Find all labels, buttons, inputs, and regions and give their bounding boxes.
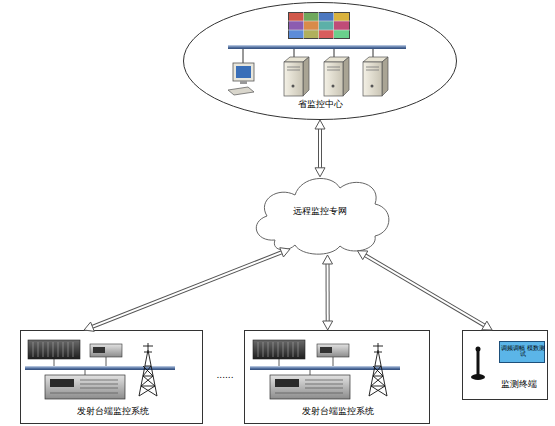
double-arrow — [315, 120, 325, 177]
node-text: 省监控中心 — [183, 100, 457, 110]
server — [363, 57, 388, 96]
center-ellipse: 省监控中心 — [183, 2, 457, 120]
module-box: 调频调幅 模数测试 — [499, 341, 545, 363]
node-text: 远程监控专网 — [245, 206, 395, 216]
node-text: 监测终端 — [491, 380, 547, 390]
workstation — [228, 63, 254, 95]
node-text: 发射台端监控系统 — [245, 407, 431, 417]
terminal-box: 监测终端 调频调幅 模数测试 — [462, 330, 548, 400]
double-arrow — [323, 255, 333, 330]
server — [324, 57, 349, 96]
double-arrow — [84, 248, 290, 332]
ellipsis-label: ...... — [208, 370, 242, 380]
video-wall — [288, 12, 350, 39]
double-arrow — [358, 251, 493, 330]
node-text: 发射台端监控系统 — [21, 407, 204, 417]
node-text: 调频调幅 模数测试 — [501, 345, 545, 358]
network-cloud: 远程监控专网 — [245, 170, 395, 255]
station-equipment — [25, 340, 175, 399]
server — [284, 57, 309, 96]
station-box: 发射台端监控系统 — [20, 330, 203, 424]
tower-symbol — [139, 343, 157, 396]
network-bus — [228, 45, 406, 49]
tower-symbol — [369, 343, 387, 396]
antenna-symbol — [471, 347, 485, 381]
station-box: 发射台端监控系统 — [244, 330, 430, 424]
station-equipment — [250, 340, 400, 399]
